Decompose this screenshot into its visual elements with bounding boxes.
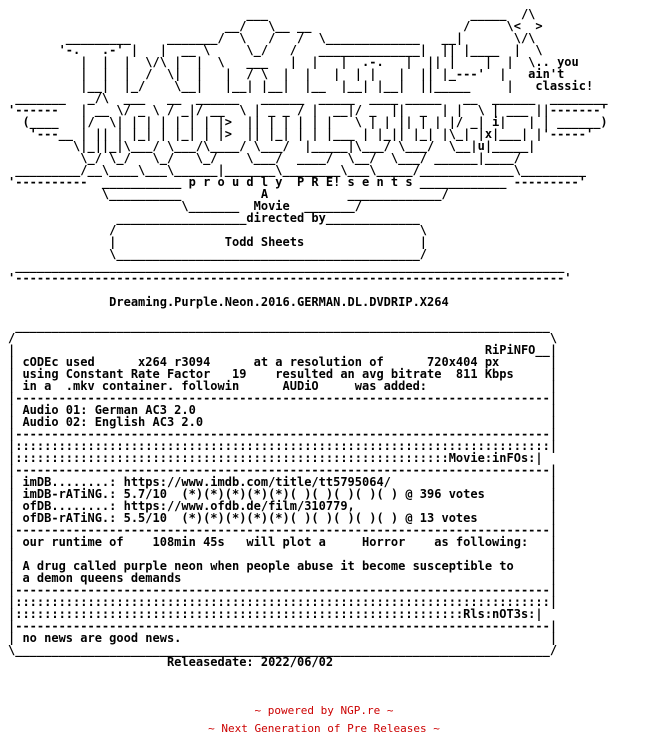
powered-by-link[interactable]: ~ powered by NGP.re ~: [254, 704, 394, 717]
footer-tagline: ~ Next Generation of Pre Releases ~: [208, 722, 440, 735]
nfo-text-block: ___ _____ /\ __/ \__ __ / \< > _________…: [8, 7, 608, 669]
footer: ~ powered by NGP.re ~ ~ Next Generation …: [0, 702, 648, 738]
